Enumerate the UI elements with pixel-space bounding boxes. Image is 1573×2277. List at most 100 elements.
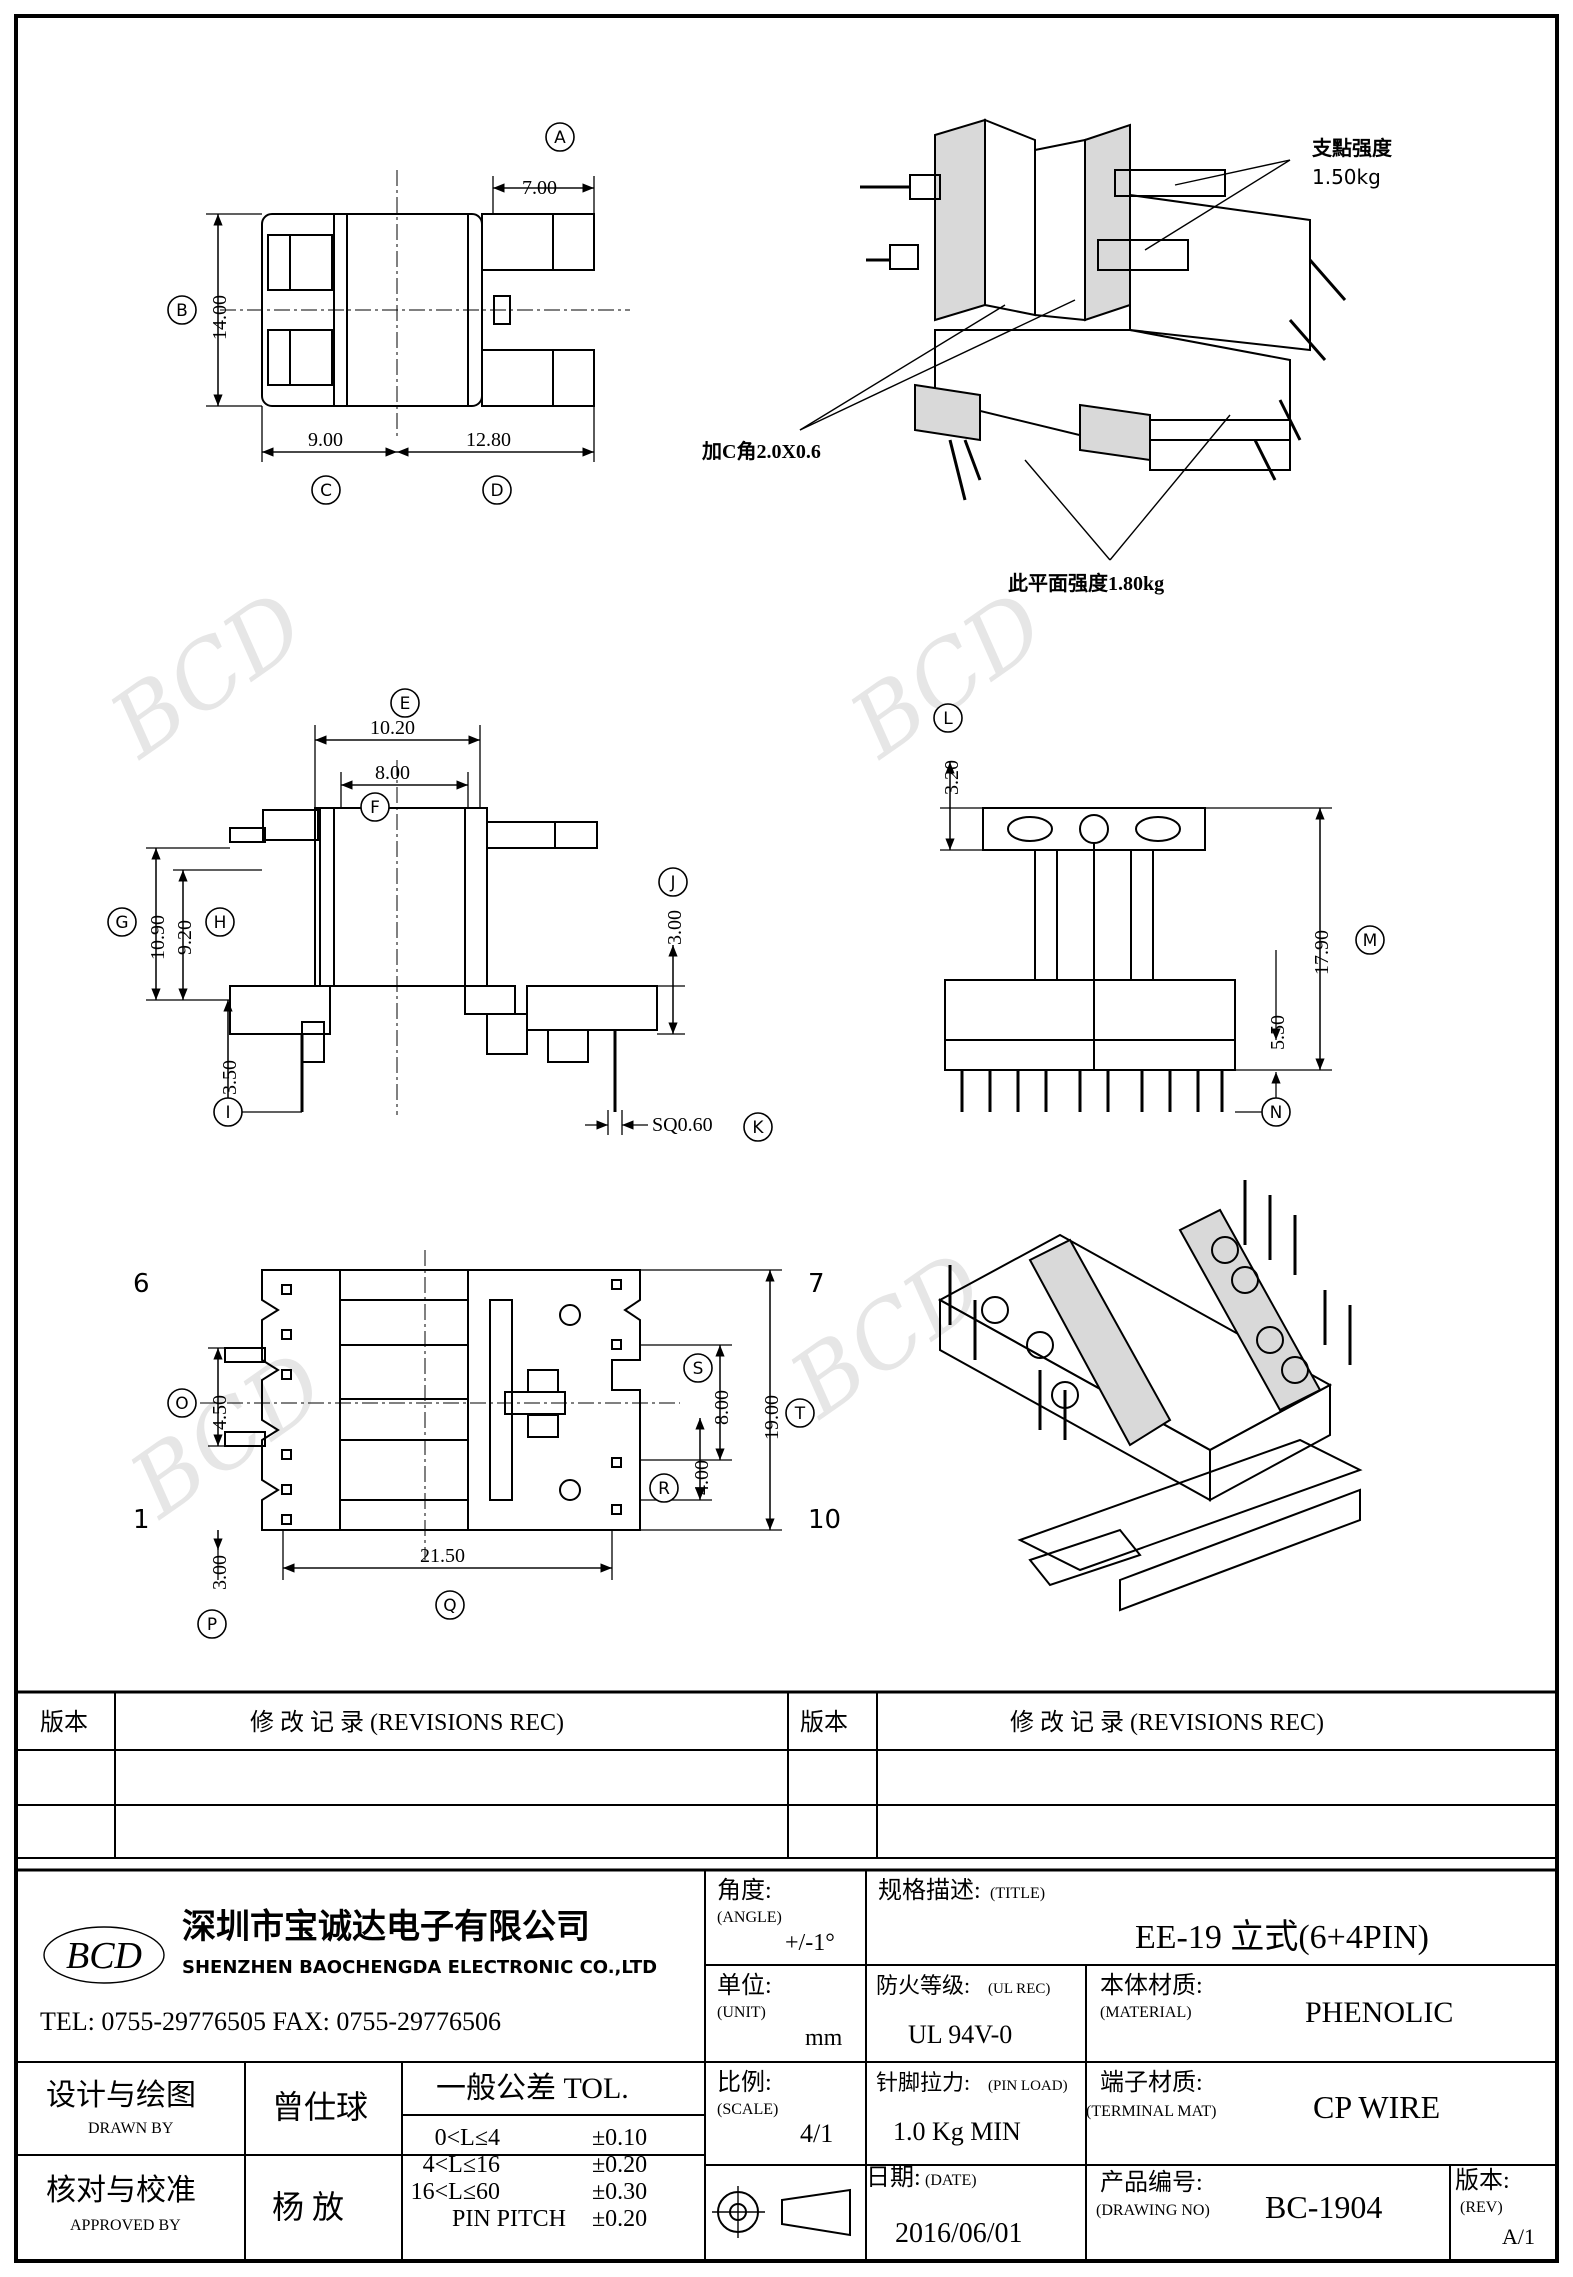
- dim-n-value: 5.50: [1267, 1015, 1289, 1050]
- pin-label-7: 7: [808, 1269, 825, 1299]
- bubble-e: E: [400, 694, 411, 714]
- dim-m-value: 17.90: [1311, 930, 1333, 975]
- rev-label: 版本:: [1455, 2167, 1510, 2194]
- ul-label: 防火等级:: [876, 1973, 970, 1998]
- tolerance-title: 一般公差 TOL.: [436, 2072, 629, 2105]
- sheet-border: [14, 14, 1559, 2263]
- drawn-value: 曾仕球: [272, 2089, 368, 2125]
- dim-q-value: 21.50: [420, 1545, 465, 1567]
- bubble-r: R: [658, 1479, 670, 1499]
- company-name-cn: 深圳市宝诚达电子有限公司: [182, 1907, 590, 1947]
- bubble-k: K: [752, 1118, 764, 1138]
- scale-label: 比例:: [717, 2069, 772, 2096]
- approved-label-en: APPROVED BY: [70, 2217, 181, 2234]
- logo-text: BCD: [66, 1935, 142, 1977]
- material-label-en: (MATERIAL): [1100, 2004, 1192, 2021]
- tolerance-value-4: ±0.20: [592, 2206, 647, 2232]
- dim-t-value: 19.00: [761, 1395, 783, 1440]
- material-value: PHENOLIC: [1305, 1996, 1453, 2029]
- material-label: 本体材质:: [1100, 1972, 1203, 1999]
- drawing-no-value: BC-1904: [1265, 2189, 1382, 2225]
- bubble-j: J: [669, 873, 675, 893]
- title-block: BCD 深圳市宝诚达电子有限公司 SHENZHEN BAOCHENGDA ELE…: [16, 1868, 1557, 2261]
- note-chamfer: 加C角2.0X0.6: [701, 439, 821, 463]
- note-support-value: 1.50kg: [1312, 165, 1381, 189]
- rev-header-rec-right: 修 改 记 录 (REVISIONS REC): [1010, 1709, 1324, 1736]
- note-support-strength: 支點强度: [1312, 136, 1393, 160]
- tolerance-range-2: 4<L≤16: [423, 2152, 500, 2178]
- watermark-layer: BCD BCD BCD BCD: [91, 572, 1064, 1539]
- front-view-pins: [960, 1070, 1224, 1112]
- date-label: 日期:: [866, 2165, 921, 2191]
- note-plane-strength: 此平面强度1.80kg: [1008, 571, 1164, 595]
- title-value: EE-19 立式(6+4PIN): [1135, 1918, 1429, 1956]
- dim-s-value: 8.00: [711, 1390, 733, 1425]
- angle-value: +/-1°: [785, 1930, 835, 1956]
- bubble-c: C: [320, 481, 332, 501]
- scale-value: 4/1: [800, 2119, 833, 2148]
- angle-label-en: (ANGLE): [717, 1909, 782, 1926]
- bubble-n: N: [1270, 1103, 1283, 1123]
- iso-view-top: 支點强度 1.50kg 加C角2.0X0.6 此平面强度1.80kg: [701, 118, 1393, 595]
- pinload-label: 针脚拉力:: [876, 2070, 970, 2095]
- terminal-label-en: (TERMINAL MAT): [1086, 2103, 1217, 2120]
- dim-j-value: 3.00: [664, 910, 686, 945]
- unit-label-en: (UNIT): [717, 2004, 766, 2021]
- date-label-en: (DATE): [925, 2172, 977, 2189]
- watermark-1: BCD: [91, 572, 324, 779]
- watermark-2: BCD: [831, 572, 1064, 779]
- projection-symbol-icon: [712, 2186, 851, 2238]
- side-view: 10.20 8.00 10.90 9.20 3.50 3.00 SQ0.60 E…: [107, 688, 773, 1142]
- bubble-b: B: [176, 301, 188, 321]
- bubble-p: P: [207, 1615, 217, 1635]
- title-label: 规格描述:: [878, 1877, 981, 1904]
- tel-fax: TEL: 0755-29776505 FAX: 0755-29776506: [40, 2007, 501, 2036]
- tolerance-range-1: 0<L≤4: [435, 2125, 500, 2151]
- revision-table: 版本 修 改 记 录 (REVISIONS REC) 版本 修 改 记 录 (R…: [16, 1690, 1557, 1859]
- terminal-label: 端子材质:: [1100, 2069, 1203, 2096]
- dim-e-value: 10.20: [370, 717, 415, 739]
- bubble-i: I: [225, 1103, 230, 1123]
- front-view: 3.20 17.90 5.50 L M N: [933, 703, 1385, 1127]
- dim-p-value: 3.00: [209, 1555, 231, 1590]
- company-name-en: SHENZHEN BAOCHENGDA ELECTRONIC CO.,LTD: [182, 1957, 657, 1978]
- company-logo: BCD: [43, 1926, 165, 1984]
- title-label-en: (TITLE): [990, 1885, 1045, 1902]
- bubble-d: D: [490, 481, 503, 501]
- dim-d-value: 12.80: [466, 429, 511, 451]
- dim-f-value: 8.00: [375, 762, 410, 784]
- pin-label-6: 6: [133, 1269, 150, 1299]
- dim-r-value: 4.00: [691, 1460, 713, 1495]
- dim-o-value: 4.50: [209, 1395, 231, 1430]
- tolerance-range-3: 16<L≤60: [411, 2179, 500, 2205]
- unit-value: mm: [805, 2025, 843, 2051]
- dim-c-value: 9.00: [308, 429, 343, 451]
- rev-value: A/1: [1502, 2224, 1535, 2249]
- bottom-view-pin-squares: [281, 1279, 622, 1525]
- ul-label-en: (UL REC): [988, 1981, 1050, 1997]
- top-view: 7.00 14.00 9.00 12.80 A B C D: [167, 122, 630, 505]
- rev-label-en: (REV): [1460, 2199, 1503, 2216]
- rev-header-ver-right: 版本: [800, 1709, 848, 1736]
- pinload-label-en: (PIN LOAD): [988, 2078, 1068, 2094]
- bubble-l: L: [943, 709, 953, 729]
- unit-label: 单位:: [717, 1972, 772, 1999]
- drawn-label-en: DRAWN BY: [88, 2120, 174, 2137]
- bubble-q: Q: [443, 1596, 456, 1616]
- rev-header-ver-left: 版本: [40, 1709, 88, 1736]
- tolerance-value-1: ±0.10: [592, 2125, 647, 2151]
- dim-g-value: 10.90: [147, 915, 169, 960]
- tolerance-range-4: PIN PITCH: [452, 2206, 566, 2232]
- bubble-m: M: [1363, 931, 1378, 951]
- drawing-no-label: 产品编号:: [1100, 2169, 1203, 2196]
- iso-view-bottom: [937, 1180, 1363, 1612]
- bubble-t: T: [794, 1404, 806, 1424]
- dim-k-value: SQ0.60: [652, 1114, 713, 1136]
- dim-a-value: 7.00: [522, 177, 557, 199]
- tolerance-value-2: ±0.20: [592, 2152, 647, 2178]
- approved-label: 核对与校准: [46, 2174, 196, 2207]
- bubble-o: O: [175, 1394, 188, 1414]
- bubble-s: S: [693, 1359, 704, 1379]
- bubble-g: G: [115, 913, 128, 933]
